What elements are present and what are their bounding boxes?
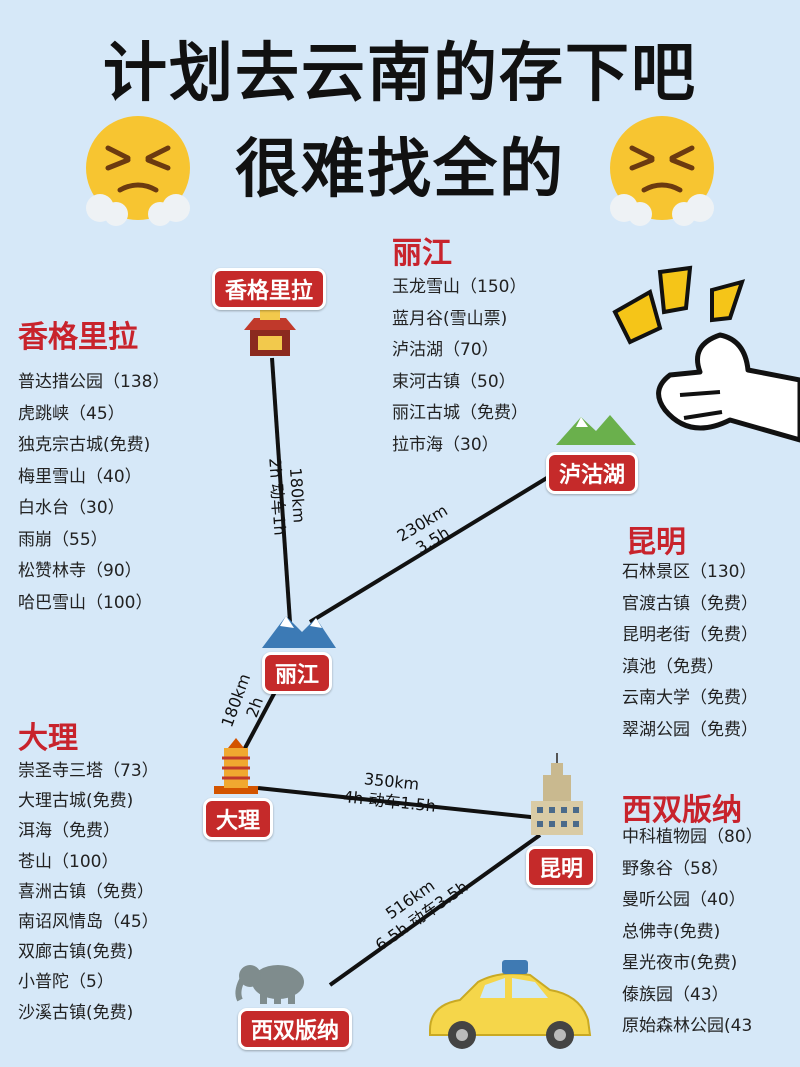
list-item: 总佛寺(免费) <box>622 921 721 942</box>
list-item: 石林景区（130） <box>622 562 757 582</box>
elephant-icon <box>235 965 304 1004</box>
section-title-kunming: 昆明 <box>626 525 686 560</box>
list-item: 傣族园（43） <box>622 984 729 1005</box>
list-item: 滇池（免费） <box>622 656 724 677</box>
route-line-dali-kunming <box>257 786 541 820</box>
list-item: 云南大学（免费） <box>622 688 758 708</box>
pagoda-icon <box>214 738 258 794</box>
thumbs-up-hand-icon <box>612 265 800 443</box>
list-item: 翠湖公园（免费） <box>622 719 758 740</box>
list-item: 哈巴雪山（100） <box>18 592 153 613</box>
list-item: 中科植物园（80） <box>622 827 763 847</box>
route-line-kunming-xsbn <box>328 833 542 987</box>
section-title-dali: 大理 <box>18 721 78 756</box>
list-item: 独克宗古城(免费) <box>18 435 151 455</box>
mountain-icon <box>262 616 336 648</box>
list-item: 星光夜市(免费) <box>622 953 738 973</box>
list-item: 泸沽湖（70） <box>392 340 499 360</box>
attraction-list-xishuangbanna: 中科植物园（80） 野象谷（58） 曼听公园（40） 总佛寺(免费) 星光夜市(… <box>622 822 763 1043</box>
attraction-list-shangrila: 普达措公园（138） 虎跳峡（45） 独克宗古城(免费) 梅里雪山（40） 白水… <box>18 367 169 619</box>
list-item: 雨崩（55） <box>18 529 108 550</box>
map-tag-lijiang: 丽江 <box>262 652 333 694</box>
list-item: 崇圣寺三塔（73） <box>18 761 159 781</box>
section-title-xishuangbanna: 西双版纳 <box>622 793 742 828</box>
list-item: 松赞林寺（90） <box>18 561 142 581</box>
page-title: 计划去云南的存下吧 <box>103 37 697 111</box>
list-item: 苍山（100） <box>18 851 119 872</box>
map-tag-kunming: 昆明 <box>526 846 597 888</box>
section-title-shangrila: 香格里拉 <box>18 320 138 355</box>
attraction-list-dali: 崇圣寺三塔（73） 大理古城(免费) 洱海（免费） 苍山（100） 喜洲古镇（免… <box>18 756 159 1028</box>
route-line-shangrila-lijiang <box>270 357 292 623</box>
route-line-lijiang-dali <box>242 689 278 751</box>
list-item: 官渡古镇（免费） <box>622 593 758 614</box>
map-tag-lugu: 泸沽湖 <box>546 452 639 494</box>
route-line-lijiang-lugu <box>308 468 562 624</box>
list-item: 沙溪古镇(免费) <box>18 1002 134 1023</box>
attraction-list-lijiang: 玉龙雪山（150） 蓝月谷(雪山票) 泸沽湖（70） 束河古镇（50） 丽江古城… <box>392 272 528 461</box>
map-tag-xishuangbanna: 西双版纳 <box>238 1008 353 1050</box>
map-tag-dali: 大理 <box>203 798 274 840</box>
list-item: 丽江古城（免费） <box>392 403 528 423</box>
list-item: 昆明老街（免费） <box>622 625 758 645</box>
map-tag-shangrila: 香格里拉 <box>212 268 327 310</box>
list-item: 原始森林公园(43 <box>622 1016 753 1036</box>
mountain-icon <box>556 415 636 445</box>
angry-face-icon <box>86 116 190 226</box>
list-item: 白水台（30） <box>18 498 125 518</box>
list-item: 大理古城(免费) <box>18 791 134 812</box>
list-item: 曼听公园（40） <box>622 890 746 910</box>
route-label-shangrila-lijiang: 180km 2h 动车1h <box>264 456 309 536</box>
section-title-lijiang: 丽江 <box>392 236 452 271</box>
list-item: 蓝月谷(雪山票) <box>392 308 508 329</box>
attraction-list-kunming: 石林景区（130） 官渡古镇（免费） 昆明老街（免费） 滇池（免费） 云南大学（… <box>622 557 758 746</box>
car-icon <box>429 960 592 1049</box>
list-item: 小普陀（5） <box>18 972 114 993</box>
list-item: 普达措公园（138） <box>18 372 170 392</box>
list-item: 南诏风情岛（45） <box>18 912 159 933</box>
angry-face-icon <box>610 116 714 226</box>
building-icon <box>531 753 583 835</box>
list-item: 玉龙雪山（150） <box>392 277 527 297</box>
list-item: 虎跳峡（45） <box>18 403 125 424</box>
list-item: 拉市海（30） <box>392 434 499 455</box>
list-item: 梅里雪山（40） <box>18 466 142 487</box>
list-item: 双廊古镇(免费) <box>18 942 134 963</box>
list-item: 野象谷（58） <box>622 858 729 879</box>
list-item: 束河古镇（50） <box>392 371 516 392</box>
page-subtitle: 很难找全的 <box>235 133 565 207</box>
list-item: 洱海（免费） <box>18 821 120 842</box>
list-item: 喜洲古镇（免费） <box>18 881 154 902</box>
